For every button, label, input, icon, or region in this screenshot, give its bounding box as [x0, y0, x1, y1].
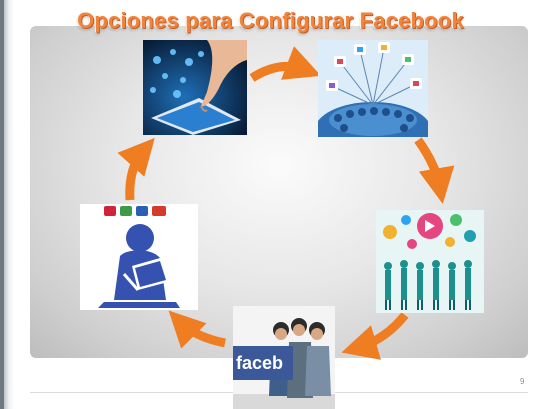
slide-left-bar: [0, 0, 4, 409]
social-network-crowd-image: [318, 40, 428, 137]
facebook-logo-text: faceb: [233, 346, 293, 380]
facebook-group-photo-image: faceb: [233, 306, 335, 409]
people-social-icons-image: [376, 210, 484, 313]
slide-title: Opciones para Configurar Facebook: [77, 8, 464, 33]
touch-tablet-image: [143, 40, 247, 135]
slide-number: 9: [520, 377, 525, 386]
person-reading-image: [80, 204, 198, 310]
